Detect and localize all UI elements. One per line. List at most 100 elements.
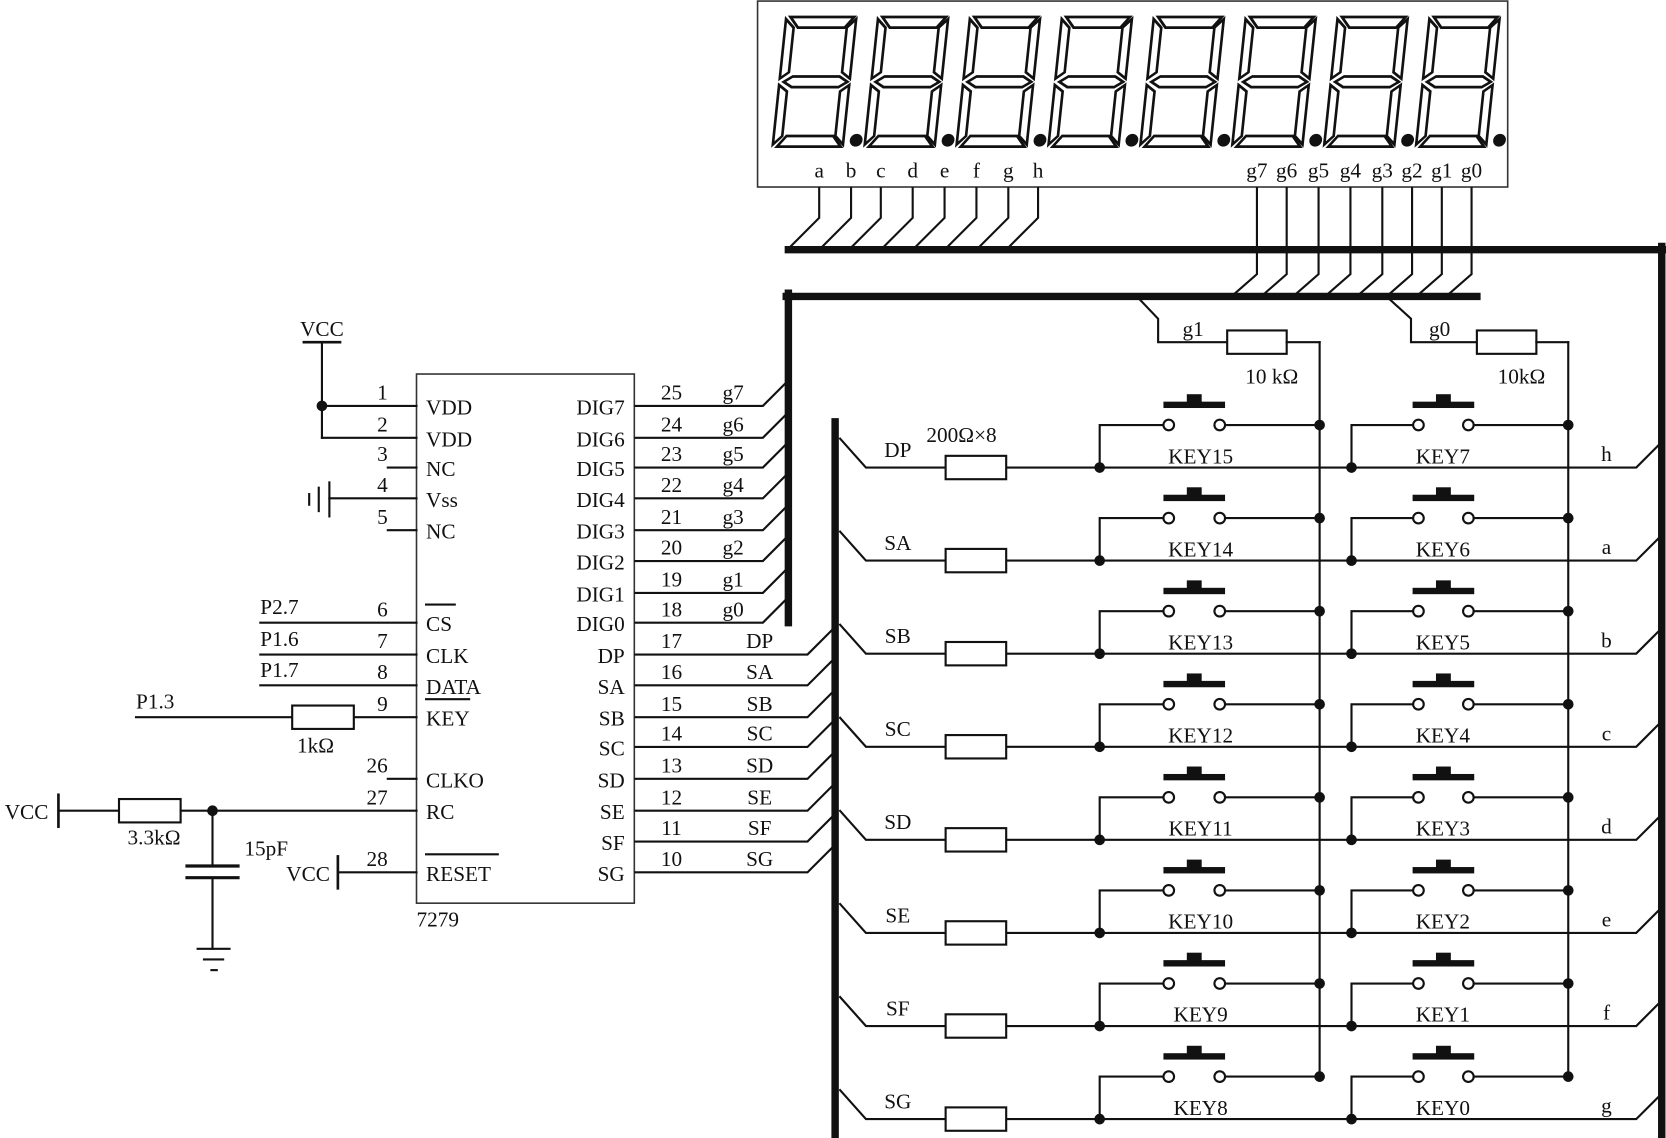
- row-segment-label: e: [1602, 908, 1611, 932]
- segment-c: [833, 82, 851, 148]
- pin-number: 21: [661, 505, 682, 529]
- pin-number: 13: [661, 753, 682, 777]
- segment-c: [1201, 82, 1219, 148]
- pushbutton-icon: [1163, 867, 1226, 874]
- pushbutton-icon: [1412, 680, 1475, 688]
- pushbutton-icon: [1412, 401, 1475, 409]
- key-label: KEY7: [1416, 444, 1471, 468]
- pin-number: 3: [377, 442, 388, 466]
- segment-b: [840, 15, 858, 82]
- key-label: KEY5: [1416, 630, 1470, 654]
- row-wire: [1006, 999, 1663, 1028]
- pin-name: SD: [598, 768, 625, 792]
- pin-name: SG: [598, 862, 625, 886]
- pin-number: 16: [661, 660, 682, 684]
- row-wire: [838, 530, 946, 562]
- segment-line: [634, 782, 836, 812]
- pin-number: 28: [367, 847, 388, 871]
- pin-number: 9: [377, 692, 388, 716]
- switch-contact: [1213, 1070, 1227, 1083]
- digit-3: [1046, 15, 1139, 148]
- pushbutton-icon: [1163, 680, 1226, 688]
- segment-b: [1484, 15, 1502, 82]
- pushbutton-icon: [1412, 587, 1475, 595]
- pin-number: 17: [661, 629, 683, 653]
- segment-pin-label: g: [1003, 158, 1014, 182]
- pin-name: DATA: [426, 675, 482, 699]
- net-label: g4: [723, 473, 745, 497]
- net-label: P1.3: [136, 690, 174, 714]
- row-net-label: SD: [884, 810, 911, 834]
- segment-g: [1148, 75, 1218, 89]
- pin-number: 2: [377, 412, 388, 436]
- pushbutton-icon: [1163, 773, 1226, 781]
- switch-wire: [1098, 796, 1164, 840]
- segment-wire: [911, 187, 946, 251]
- digit-4: [1138, 15, 1231, 148]
- pin-number: 12: [661, 785, 682, 809]
- switch-contact: [1213, 884, 1227, 897]
- pullup-resistor: [1226, 329, 1288, 355]
- digit-0: [771, 15, 863, 148]
- switch-contact: [1213, 977, 1227, 990]
- pushbutton-icon: [1435, 580, 1451, 589]
- junction-dot: [1094, 462, 1105, 473]
- segment-c: [925, 82, 943, 148]
- segment-wire: [818, 187, 853, 251]
- switch-contact: [1162, 604, 1176, 618]
- segment-wire: [880, 187, 914, 251]
- switch-contact: [1462, 697, 1475, 711]
- digit-5: [1230, 15, 1323, 148]
- segment-f: [778, 15, 796, 82]
- switch-wire: [1098, 610, 1164, 654]
- segment-pin-label: d: [907, 158, 918, 182]
- segment-a: [1431, 15, 1501, 29]
- row-resistor: [944, 1013, 1008, 1039]
- junction-dot: [1562, 698, 1574, 710]
- digit-line: [634, 596, 790, 624]
- pushbutton-icon: [1435, 1045, 1451, 1055]
- pushbutton-icon: [1435, 766, 1451, 776]
- net-label: SF: [748, 816, 772, 840]
- vcc-label: VCC: [5, 800, 49, 824]
- switch-wire: [1350, 423, 1414, 468]
- row-resistor: [944, 1106, 1008, 1132]
- row-wire: [1006, 813, 1663, 841]
- net-label: g0: [1429, 317, 1450, 341]
- key-label: KEY14: [1168, 537, 1233, 561]
- pushbutton-icon: [1412, 773, 1475, 781]
- junction-dot: [1562, 605, 1574, 617]
- row-wire: [838, 902, 946, 934]
- pin-name: VDD: [426, 427, 472, 451]
- digit-line: [634, 566, 790, 594]
- segment-pin-label: c: [876, 158, 885, 182]
- pin-number: 20: [661, 536, 682, 560]
- row-segment-label: f: [1603, 1001, 1611, 1025]
- net-label: P1.7: [260, 658, 299, 682]
- pin-name: RC: [426, 800, 454, 824]
- switch-contact: [1462, 977, 1475, 990]
- segment-c: [1293, 82, 1311, 148]
- pin-number: 11: [661, 816, 681, 840]
- segment-e: [1230, 82, 1248, 148]
- row-net-label: SA: [884, 531, 912, 555]
- segment-f: [961, 15, 979, 82]
- row-wire: [1006, 534, 1663, 562]
- digit-wire: [1415, 187, 1443, 298]
- pin-name: DIG1: [576, 582, 624, 606]
- switch-wire: [1350, 796, 1414, 840]
- decimal-point: [1309, 133, 1323, 147]
- junction-dot: [1314, 419, 1325, 431]
- digit-line: [634, 411, 790, 439]
- pushbutton-icon: [1186, 394, 1202, 403]
- pushbutton-icon: [1186, 766, 1202, 776]
- segment-pin-label: a: [814, 158, 824, 182]
- segment-b: [1116, 15, 1134, 82]
- row-resistor: [944, 920, 1008, 946]
- key-label: KEY1: [1416, 1003, 1470, 1027]
- segment-d: [1233, 134, 1303, 148]
- decimal-point: [1125, 133, 1139, 147]
- segment-d: [773, 134, 844, 148]
